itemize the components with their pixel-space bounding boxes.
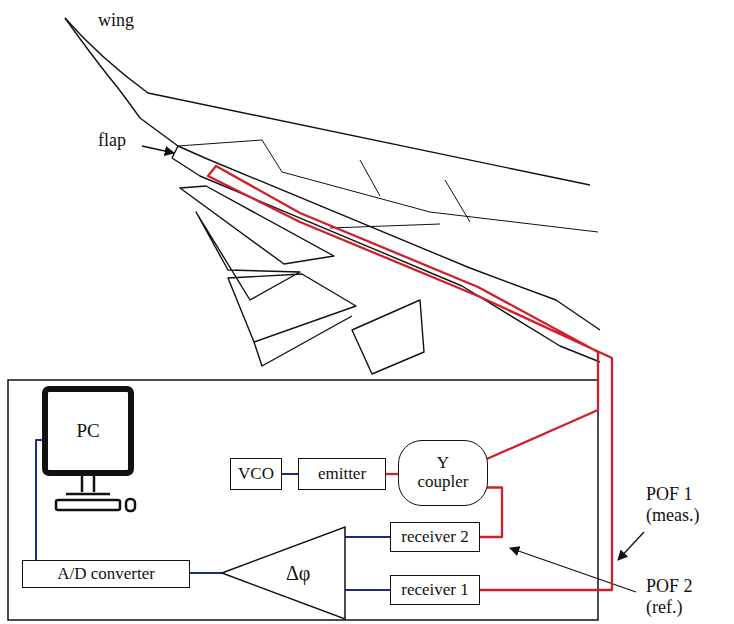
winglet-edge [65,18,140,118]
signal-wire [345,589,390,591]
pof1-leader [618,532,644,560]
trailing-edge [140,118,178,146]
optical-fiber [386,473,398,475]
node-text: receiver 2 [401,528,468,547]
node-text: receiver 1 [401,581,468,600]
flap-segment [196,212,300,300]
flap-upper [178,146,600,330]
signal-wire [190,572,222,574]
wing-drawing [65,18,600,374]
node-text: A/D converter [57,565,155,584]
signal-wire [282,473,298,475]
part-label: flap [98,130,148,151]
node-text: Δφ [286,562,310,584]
flap-lower [172,158,600,362]
monitor-stand [66,476,110,494]
keyboard [56,500,120,510]
triangle-outline [222,527,345,619]
signal-wire [345,536,390,538]
part-label: wing [98,10,168,31]
flap-segment [228,274,356,342]
coupler-box: Y coupler [398,440,488,506]
receiver-box: receiver 2 [390,522,480,552]
fiber-label: POF 1 (meas.) [646,484,726,525]
triangle-outline [222,527,345,619]
flap-fairing [352,300,424,374]
flap-leader [142,146,174,153]
panel-lines [178,140,598,232]
phase-comparator: Δφ [222,527,345,619]
optical-fiber [208,166,612,590]
leading-edge [65,18,590,185]
node-text: emitter [318,465,366,484]
emitter-box: emitter [298,458,386,490]
flap-segment [254,316,352,366]
receiver-box: receiver 1 [390,575,480,605]
pc-peripherals [56,476,135,511]
flap-tip [172,146,178,158]
mouse [126,499,135,511]
converter-box: A/D converter [22,560,190,588]
pc-monitor: PC [42,386,134,476]
leader-lines [142,146,644,592]
fiber-label: POF 2 (ref.) [646,576,726,617]
pof2-leader [510,548,636,592]
node-text: VCO [238,465,274,484]
vco-box: VCO [230,458,282,490]
node-text: Y coupler [412,454,474,491]
node-text: PC [76,421,99,442]
instrument-frame [8,380,598,620]
